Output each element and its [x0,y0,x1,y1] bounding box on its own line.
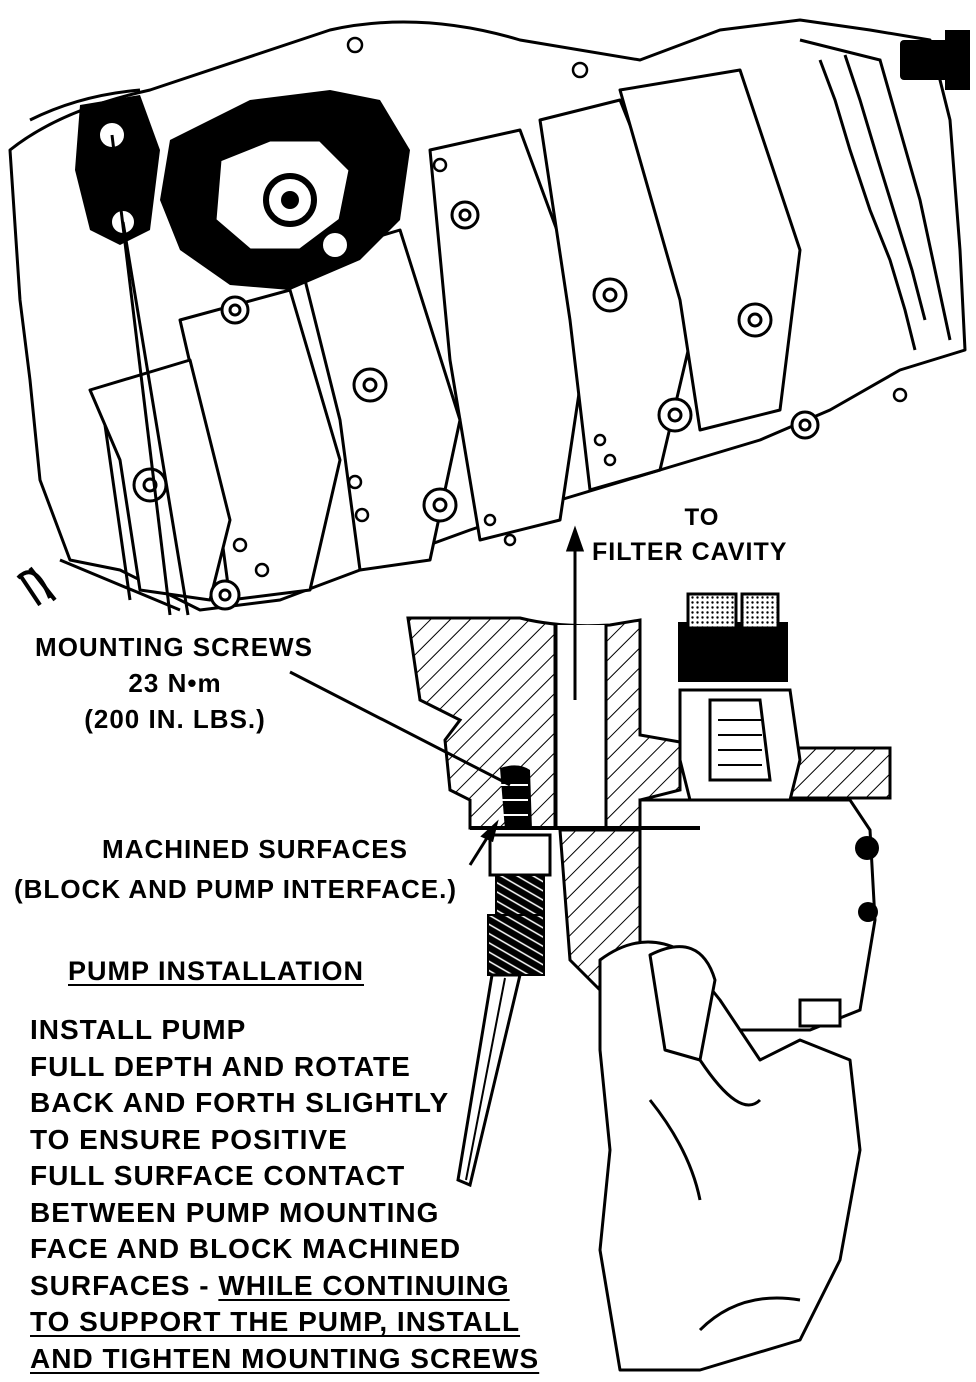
machined-surfaces-detail: (BLOCK AND PUMP INTERFACE.) [14,874,457,904]
mounting-screws-torque-imperial: (200 IN. LBS.) [84,704,266,734]
mounting-screws-leader-lines [110,134,190,616]
bolt-top-right [900,30,970,90]
flow-arrow-up [565,525,585,700]
dipstick-tube [16,566,57,607]
block-holes [232,36,908,578]
technician-hand [598,940,862,1372]
mounting-screws-torque-metric: 23 N•m [128,668,222,698]
to-filter-cavity-label-line2: FILTER CAVITY [592,538,788,566]
pump-body-section [470,592,879,1032]
procedure-line-2: FULL DEPTH AND ROTATE [30,1050,411,1082]
mounting-screws-label: MOUNTING SCREWS [35,632,313,662]
block-cross-section [406,616,892,830]
procedure-line-9: TO SUPPORT THE PUMP, INSTALL [30,1306,521,1337]
procedure-line-10: AND TIGHTEN MOUNTING SCREWS [30,1342,540,1374]
procedure-heading: PUMP INSTALLATION [68,956,364,986]
procedure-line-1: INSTALL PUMP [30,1014,247,1045]
procedure-line-8-plain: SURFACES - [30,1269,219,1301]
oil-pump-on-block [160,90,410,290]
procedure-line-7: FACE AND BLOCK MACHINED [30,1233,462,1264]
procedure-line-3: BACK AND FORTH SLIGHTLY [30,1087,450,1118]
machined-surfaces-label: MACHINED SURFACES [102,834,408,864]
main-cap-bolts [132,200,820,611]
procedure-line-8: SURFACES - WHILE CONTINUING [30,1268,539,1305]
socket-extension [456,765,552,1188]
procedure-steps: INSTALL PUMP FULL DEPTH AND ROTATE BACK … [30,1012,539,1377]
flywheel-edge [799,38,952,351]
procedure-line-4: TO ENSURE POSITIVE [30,1123,348,1155]
callout-leaders [289,670,511,866]
procedure-line-8-emphasis: WHILE CONTINUING [218,1269,510,1301]
procedure-line-5: FULL SURFACE CONTACT [30,1160,406,1191]
to-filter-cavity-label-line1: TO [684,504,720,531]
procedure-line-6: BETWEEN PUMP MOUNTING [30,1196,440,1228]
